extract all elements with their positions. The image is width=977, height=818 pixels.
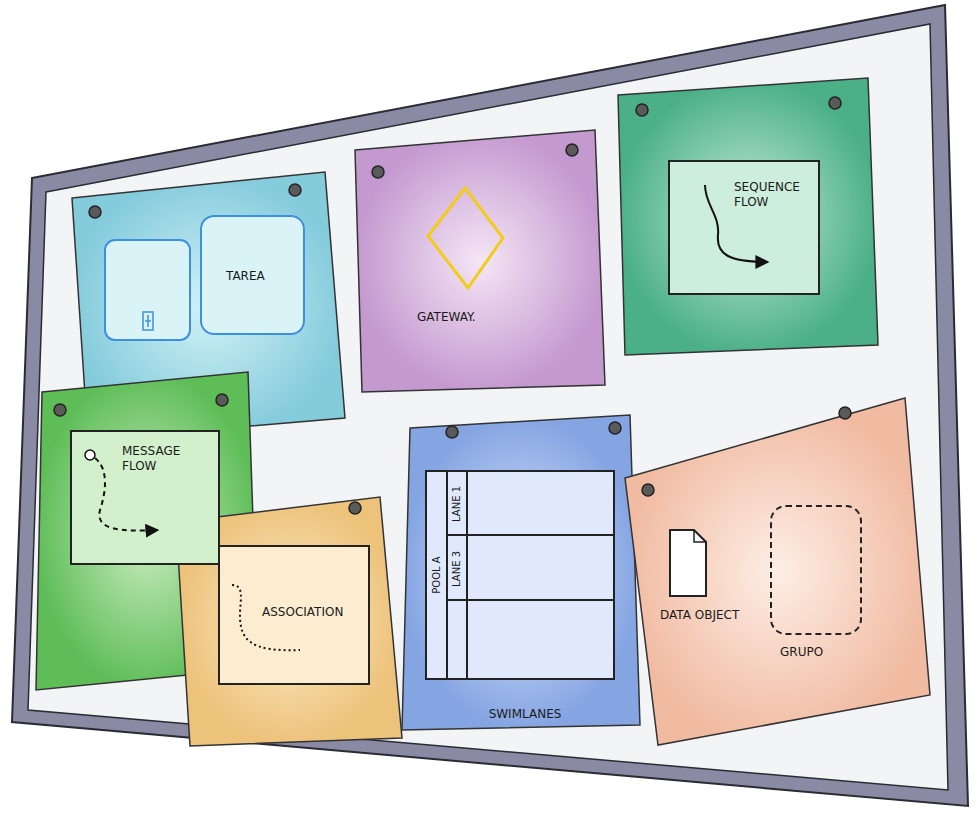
pin [642,484,654,496]
pin [289,184,301,196]
lane-box: LANE 1 [447,472,615,537]
swimlane-note: SWIMLANES POOL A LANE 1 LANE 3 [410,415,640,730]
board-frame [12,5,968,806]
node-label: POOL A [432,556,442,593]
pin [446,426,458,438]
lane-divider [466,470,468,680]
node-label: MESSAGE FLOW [122,444,212,474]
task-box: TAREA [200,215,305,335]
message-start-circle [85,450,95,460]
inner-fill [70,430,220,565]
pin [609,422,621,434]
node-label: DATA OBJECT [660,608,750,623]
pin [372,166,384,178]
document-shape [670,530,706,596]
document-outline [668,528,708,598]
pin [349,502,361,514]
sticky-note [355,130,605,392]
node-label: LANE 1 [452,486,462,522]
node-label: GRUPO [780,645,880,660]
message-flow-box: MESSAGE FLOW [70,430,220,565]
pin [89,206,101,218]
node-label: ASSOCIATION [262,605,343,620]
node-label: SWIMLANES [489,707,562,722]
pin [54,404,66,416]
sticky-note [625,398,930,745]
lane-box: LANE 3 [447,537,615,602]
association-box: ASSOCIATION [218,545,370,685]
group-box: GRUPO [770,505,862,635]
board-surface [28,24,948,790]
data-object: DATA OBJECT [668,528,708,598]
pin [566,144,578,156]
pin [636,104,648,116]
gateway-note: GATEWAY. [355,145,600,390]
pool-divider [446,470,448,680]
pool-fill [425,470,615,680]
subprocess-box [105,240,190,340]
pin [839,407,851,419]
node-label: SEQUENCE FLOW [734,180,812,210]
gateway-diamond [428,188,503,288]
task-fill [200,215,305,335]
lane-divider [447,599,615,601]
document-fold [694,530,706,542]
inner-fill [668,160,820,295]
inner-fill [218,545,370,685]
subprocess-marker [145,320,151,322]
lane-divider [447,534,615,536]
sequence-flow-box: SEQUENCE FLOW [668,160,820,295]
pin [216,394,228,406]
pin [829,97,841,109]
node-label: GATEWAY. [417,310,476,325]
sticky-note [402,415,640,730]
pool-box: POOL A LANE 1 LANE 3 [425,470,615,680]
subprocess-marker [143,312,153,330]
node-label: LANE 3 [452,551,462,587]
sticky-note [618,78,878,355]
node-label: TAREA [226,269,265,284]
